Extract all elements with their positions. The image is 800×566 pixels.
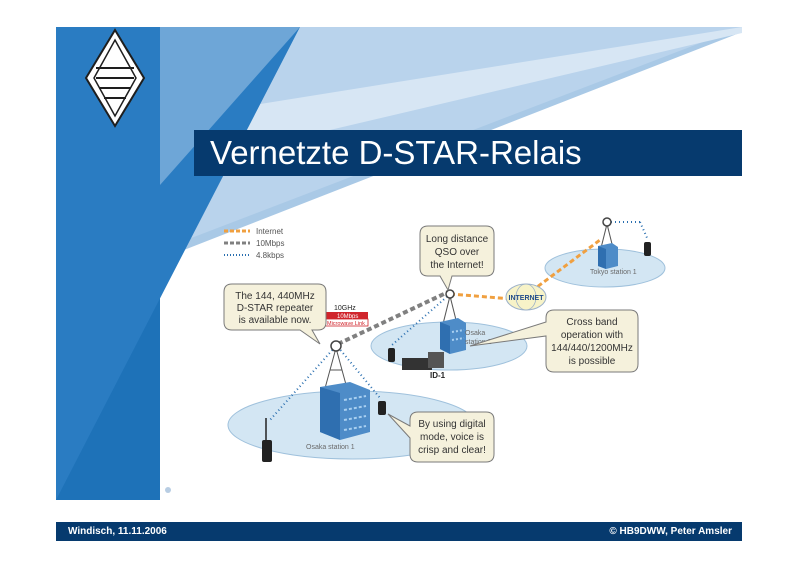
callout-cross-band-line3: 144/440/1200MHz xyxy=(551,343,633,354)
callout-cross-band-line1: Cross band xyxy=(566,317,617,328)
footer-date-location: Windisch, 11.11.2006 xyxy=(68,526,167,537)
callout-digital-mode: By using digital mode, voice is crisp an… xyxy=(387,411,495,463)
radio-link-handheld-1 xyxy=(269,346,336,421)
callout-cross-band-line2: operation with xyxy=(561,330,623,341)
callout-repeater: The 144, 440MHz D-STAR repeater is avail… xyxy=(223,283,327,345)
callout-long-distance: Long distance QSO over the Internet! xyxy=(419,225,495,292)
footer-copyright: © HB9DWW, Peter Amsler xyxy=(609,526,732,537)
callout-long-distance-line2: QSO over xyxy=(435,247,480,258)
legend: Internet 10Mbps 4.8kbps xyxy=(224,227,284,260)
tokyo-building xyxy=(598,243,618,269)
mid-blue-diagonal xyxy=(110,27,300,185)
callout-long-distance-line3: the Internet! xyxy=(430,260,483,271)
callout-long-distance-line1: Long distance xyxy=(426,234,489,245)
handheld-radio-1 xyxy=(262,440,272,462)
legend-10mbps-label: 10Mbps xyxy=(256,239,284,248)
osaka-station-2-label-line1: Osaka xyxy=(465,330,485,337)
club-logo xyxy=(84,28,146,128)
osaka-1-building xyxy=(320,382,370,440)
handheld-radio-2 xyxy=(378,401,386,415)
handheld-radio-3 xyxy=(388,348,395,362)
osaka-station-1-label: Osaka station 1 xyxy=(306,444,355,451)
legend-internet-label: Internet xyxy=(256,227,284,236)
legend-4-8kbps-label: 4.8kbps xyxy=(256,251,284,260)
callout-digital-mode-line3: crisp and clear! xyxy=(418,445,486,456)
microwave-link-line xyxy=(337,290,449,346)
id1-label: ID-1 xyxy=(430,371,446,380)
bullet-dot xyxy=(165,487,171,493)
callout-cross-band-line4: is possible xyxy=(569,356,616,367)
callout-cross-band: Cross band operation with 144/440/1200MH… xyxy=(469,309,639,373)
tokyo-tower xyxy=(600,217,614,249)
osaka-station-2-label-line2: station 2 xyxy=(465,339,492,346)
radio-link-handheld-3 xyxy=(391,293,451,346)
callout-repeater-line2: D-STAR repeater xyxy=(237,303,314,314)
id1-transceiver: ID-1 xyxy=(402,352,446,380)
callout-repeater-line3: is available now. xyxy=(239,315,312,326)
microwave-10ghz: 10GHz xyxy=(334,305,356,312)
handheld-radio-tokyo xyxy=(644,242,651,256)
slide-title: Vernetzte D-STAR-Relais xyxy=(194,130,742,176)
tokyo-station-1-label: Tokyo station 1 xyxy=(590,269,637,276)
microwave-link-text: Microwave Link xyxy=(327,321,365,327)
dstar-network-diagram: Internet 10Mbps 4.8kbps xyxy=(223,217,666,463)
internet-link-osaka xyxy=(449,292,526,302)
microwave-10mbps: 10Mbps xyxy=(337,314,358,320)
callout-repeater-line1: The 144, 440MHz xyxy=(235,291,315,302)
callout-digital-mode-line2: mode, voice is xyxy=(420,432,484,443)
footer-bar: Windisch, 11.11.2006 © HB9DWW, Peter Ams… xyxy=(56,522,742,541)
internet-globe-icon: INTERNET xyxy=(505,283,547,311)
internet-label: INTERNET xyxy=(509,295,545,302)
microwave-link-label: 10GHz 10Mbps Microwave Link xyxy=(323,305,369,327)
osaka-2-building xyxy=(440,318,466,354)
callout-digital-mode-line1: By using digital xyxy=(418,419,485,430)
